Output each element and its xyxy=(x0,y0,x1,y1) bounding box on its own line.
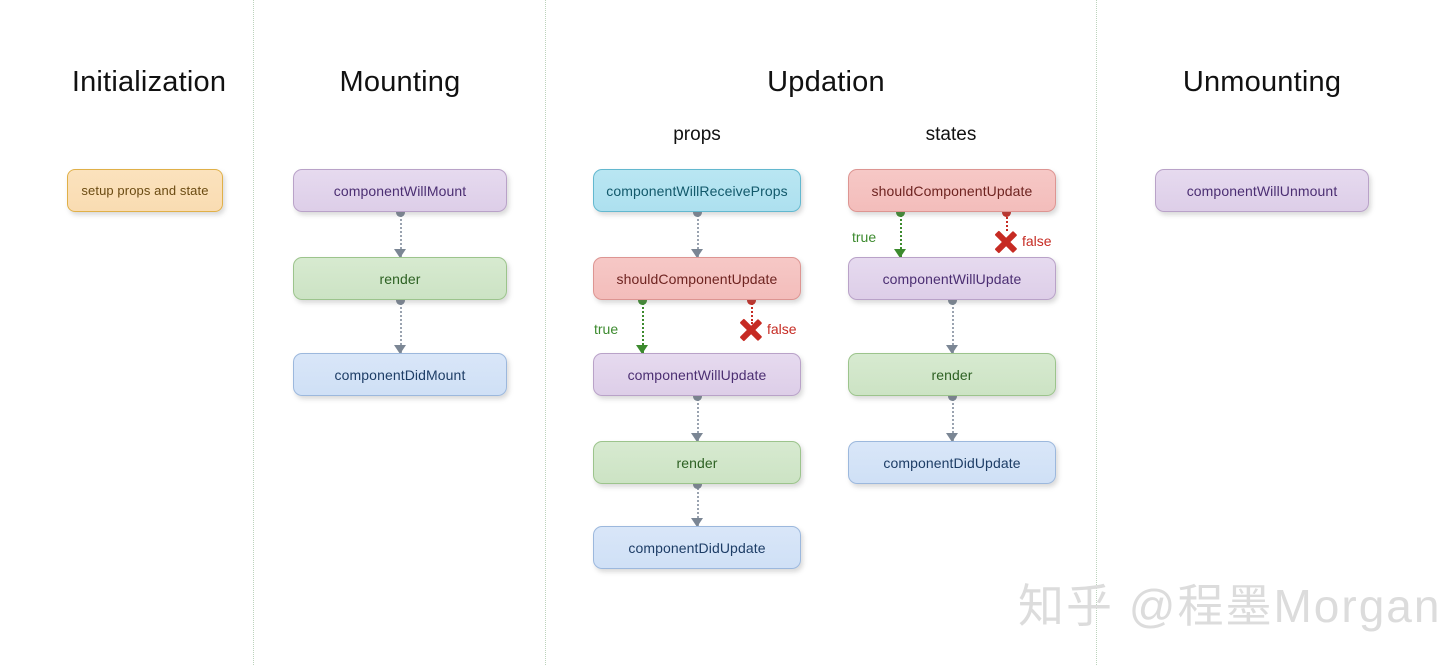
arrowhead-icon xyxy=(691,518,703,527)
connector-dot xyxy=(1001,207,1011,217)
connector-stem xyxy=(697,484,699,526)
connector-dot xyxy=(895,207,905,217)
arrowhead-icon xyxy=(394,249,406,258)
connector-stem xyxy=(952,300,954,353)
lifecycle-node-states-did-update[interactable]: componentDidUpdate xyxy=(848,441,1056,484)
column-divider-2 xyxy=(545,0,546,665)
watermark: 知乎 @程墨Morgan xyxy=(1018,580,1440,632)
connector-stem xyxy=(900,212,902,257)
lifecycle-node-states-will-update[interactable]: componentWillUpdate xyxy=(848,257,1056,300)
cross-icon-states-false-x xyxy=(993,229,1019,255)
connector-dot xyxy=(692,391,702,401)
sub-title-props: props xyxy=(673,124,721,145)
column-divider-1 xyxy=(253,0,254,665)
connector-dot xyxy=(947,295,957,305)
section-title-mounting: Mounting xyxy=(339,66,461,98)
arrowhead-icon xyxy=(946,345,958,354)
section-title-unmounting: Unmounting xyxy=(1182,66,1342,98)
lifecycle-node-mount-component-did-mount[interactable]: componentDidMount xyxy=(293,353,507,396)
connector-dot xyxy=(692,207,702,217)
connector-stem xyxy=(751,300,753,324)
lifecycle-node-setup-props-and-state[interactable]: setup props and state xyxy=(67,169,223,212)
connector-stem xyxy=(400,300,402,353)
connector-dot xyxy=(637,295,647,305)
lifecycle-node-props-should-update[interactable]: shouldComponentUpdate xyxy=(593,257,801,300)
connector-stem xyxy=(642,300,644,353)
connector-dot xyxy=(947,391,957,401)
connector-dot xyxy=(692,479,702,489)
lifecycle-node-mount-component-will-mount[interactable]: componentWillMount xyxy=(293,169,507,212)
connector-stem xyxy=(697,396,699,441)
lifecycle-node-unmount-will-unmount[interactable]: componentWillUnmount xyxy=(1155,169,1369,212)
cross-icon-props-false-x xyxy=(738,317,764,343)
branch-label-props-false-label: false xyxy=(767,321,797,337)
lifecycle-node-props-render[interactable]: render xyxy=(593,441,801,484)
lifecycle-node-states-render[interactable]: render xyxy=(848,353,1056,396)
branch-label-props-true-label: true xyxy=(594,321,619,337)
branch-label-states-true-label: true xyxy=(852,229,877,245)
connector-dot xyxy=(746,295,756,305)
connector-dot xyxy=(395,207,405,217)
connector-stem xyxy=(697,212,699,257)
arrowhead-icon xyxy=(394,345,406,354)
column-divider-3 xyxy=(1096,0,1097,665)
lifecycle-node-props-will-update[interactable]: componentWillUpdate xyxy=(593,353,801,396)
arrowhead-icon xyxy=(691,433,703,442)
connector-stem xyxy=(952,396,954,441)
section-title-updation: Updation xyxy=(767,66,885,98)
arrowhead-icon xyxy=(691,249,703,258)
arrowhead-icon xyxy=(894,249,906,258)
connector-stem xyxy=(1006,212,1008,231)
lifecycle-node-props-will-receive-props[interactable]: componentWillReceiveProps xyxy=(593,169,801,212)
sub-title-states: states xyxy=(925,124,977,145)
branch-label-states-false-label: false xyxy=(1022,233,1052,249)
lifecycle-node-props-did-update[interactable]: componentDidUpdate xyxy=(593,526,801,569)
arrowhead-icon xyxy=(946,433,958,442)
lifecycle-node-states-should-update[interactable]: shouldComponentUpdate xyxy=(848,169,1056,212)
arrowhead-icon xyxy=(636,345,648,354)
connector-stem xyxy=(400,212,402,257)
lifecycle-node-mount-render[interactable]: render xyxy=(293,257,507,300)
section-title-initialization: Initialization xyxy=(71,66,227,98)
connector-dot xyxy=(395,295,405,305)
